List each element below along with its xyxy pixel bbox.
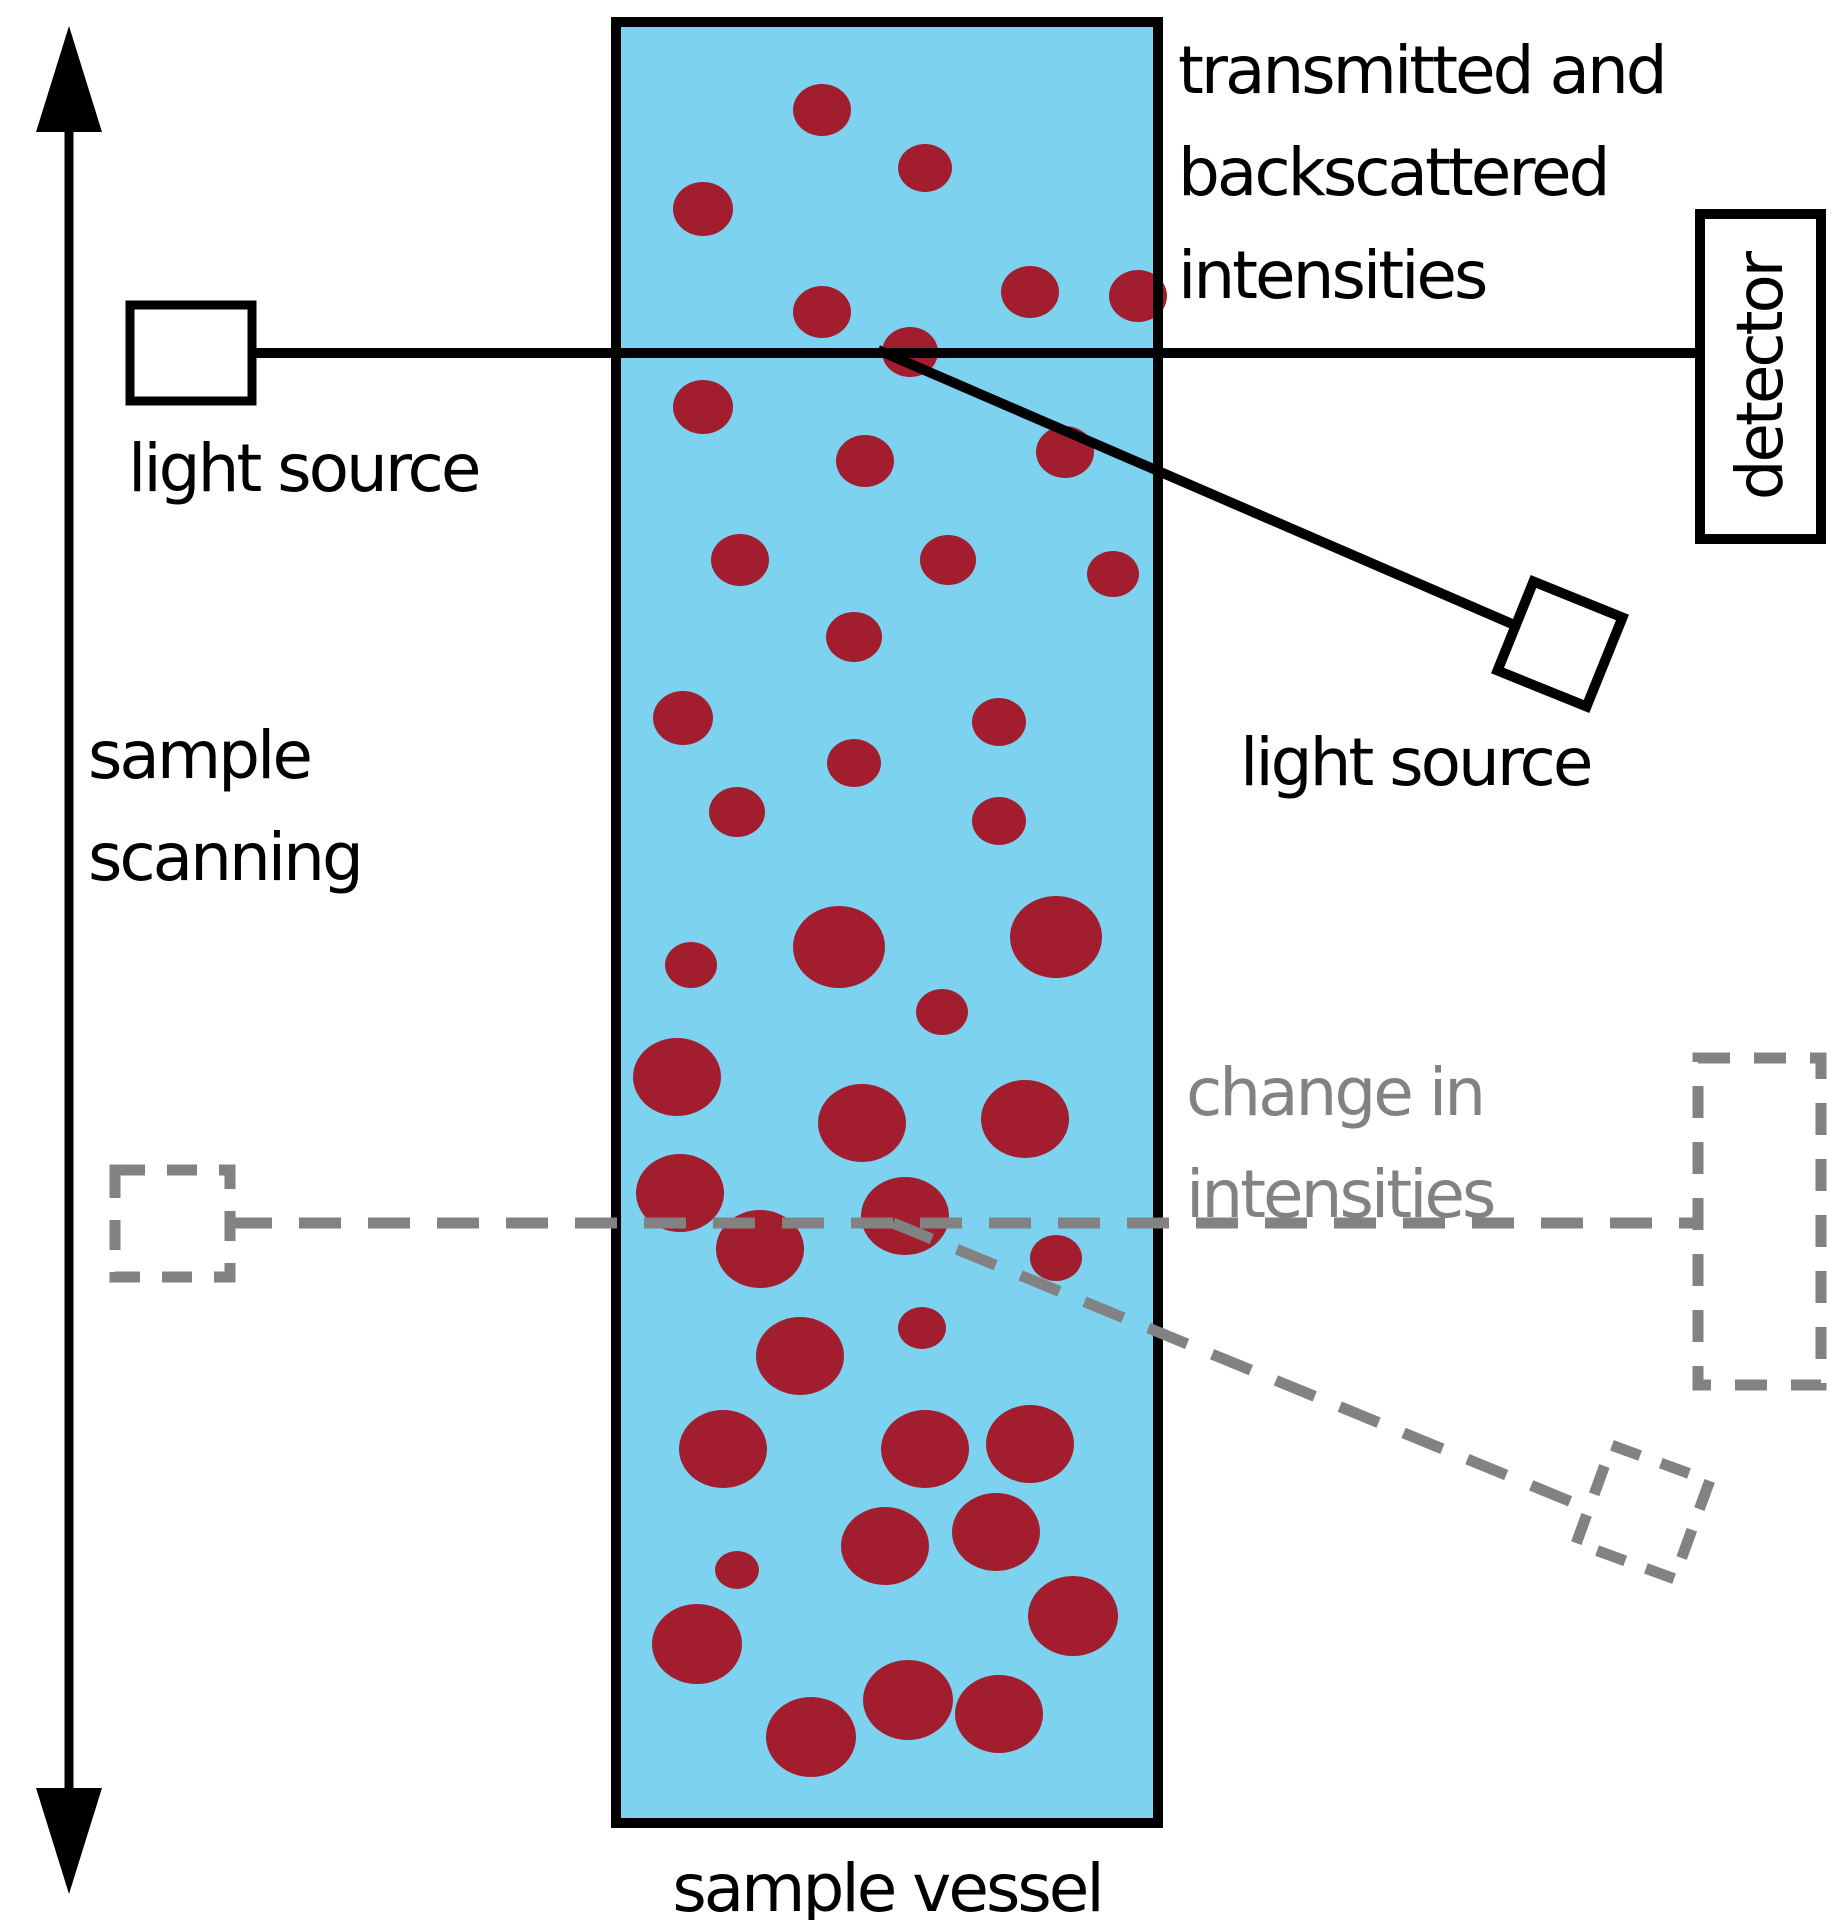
particle <box>826 612 882 662</box>
particle <box>715 1551 759 1589</box>
particle <box>955 1675 1043 1753</box>
particle <box>861 1177 949 1255</box>
particle <box>653 691 713 745</box>
sample-vessel-label: sample vessel <box>672 1850 1104 1920</box>
particle <box>793 906 885 988</box>
particle <box>841 1507 929 1585</box>
particle <box>709 787 765 837</box>
transmitted-intensities-label: transmitted and backscattered intensitie… <box>1178 32 1668 314</box>
light-source-box <box>125 300 257 406</box>
dashed-light-source-box <box>109 1164 236 1283</box>
particle <box>633 1038 721 1116</box>
particle <box>898 144 952 192</box>
particle <box>827 739 881 787</box>
angled-light-source-box <box>1491 575 1629 713</box>
particle <box>836 435 894 487</box>
particle <box>756 1317 844 1395</box>
particle <box>916 989 968 1035</box>
light-source-top-label: light source <box>128 430 481 507</box>
particle <box>793 84 851 136</box>
dashed-detector-box <box>1692 1052 1827 1391</box>
particle <box>898 1307 946 1349</box>
particle <box>1028 1576 1118 1656</box>
sample-scanning-arrow <box>36 26 102 1894</box>
particle <box>981 1080 1069 1158</box>
particle <box>1010 896 1102 978</box>
dashed-angled-light-source-box <box>1569 1438 1717 1586</box>
change-in-intensities-label: change in intensities <box>1186 1054 1496 1234</box>
particle <box>636 1154 724 1232</box>
particle <box>711 534 769 586</box>
detector-box <box>1695 209 1826 544</box>
particle <box>652 1604 742 1684</box>
particle <box>673 380 733 434</box>
suspended-particles <box>633 84 1167 1777</box>
scan-arrow-up-head <box>36 26 102 132</box>
particle <box>863 1660 953 1740</box>
sample-scanning-label: sample scanning <box>88 717 364 897</box>
particle <box>679 1410 767 1488</box>
dashed-backscatter-beam-line <box>890 1217 1599 1518</box>
particle <box>1109 270 1167 322</box>
particle <box>716 1210 804 1288</box>
detector-label: detector <box>1724 253 1798 501</box>
scan-arrow-down-head <box>36 1788 102 1894</box>
particle <box>952 1493 1040 1571</box>
particle <box>972 698 1026 746</box>
light-source-angled-label: light source <box>1240 724 1593 801</box>
particle <box>1001 266 1059 318</box>
particle <box>920 535 976 585</box>
solid-beam-system <box>125 209 1826 713</box>
dashed-beam-system <box>109 1052 1827 1586</box>
particle <box>986 1405 1074 1483</box>
particle <box>881 1410 969 1488</box>
particle <box>1087 551 1139 597</box>
particle <box>665 942 717 988</box>
particle <box>818 1084 906 1162</box>
particle <box>1030 1235 1082 1281</box>
particle <box>766 1697 856 1777</box>
sample-vessel-border <box>611 17 1163 1828</box>
particle <box>972 797 1026 845</box>
backscatter-beam-line <box>876 345 1542 641</box>
particle <box>673 182 733 236</box>
particle <box>793 286 851 338</box>
